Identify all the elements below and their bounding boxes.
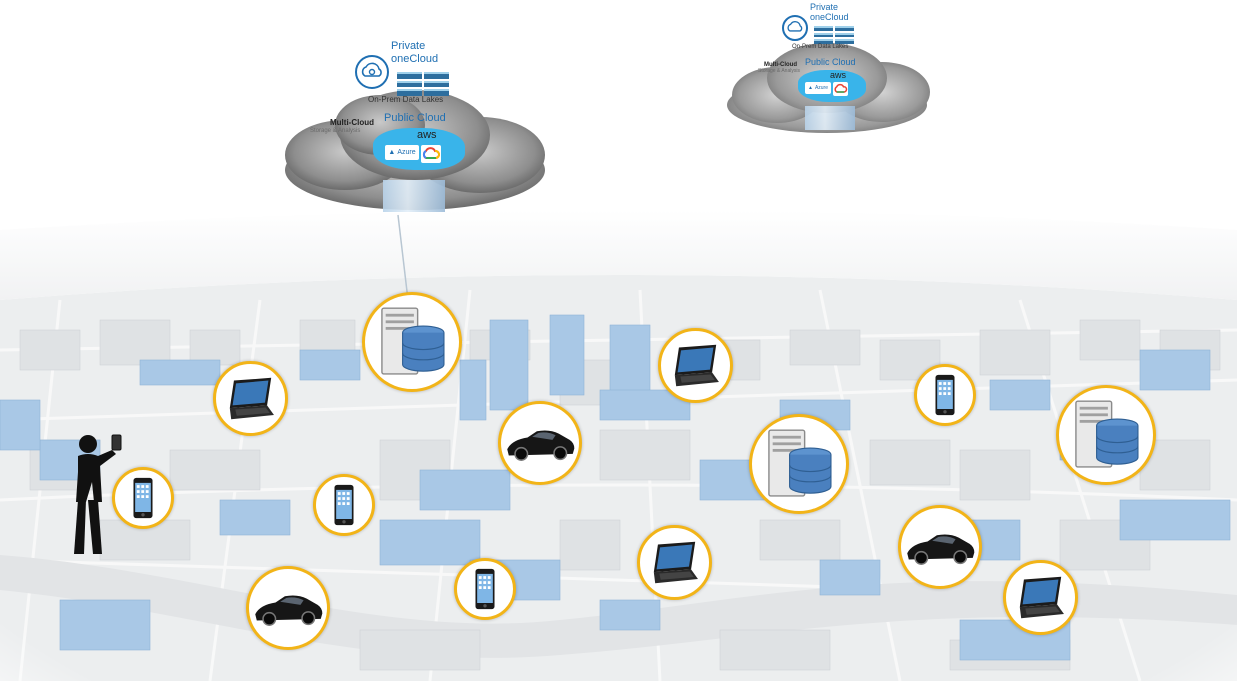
car-marker[interactable] — [246, 566, 330, 650]
phone-icon — [457, 561, 513, 617]
google-cloud-icon — [421, 145, 441, 163]
azure-label: Azure — [397, 149, 415, 156]
car-icon — [501, 404, 579, 482]
multicloud-sublabel: Storage & Analysis — [310, 128, 360, 134]
server-marker[interactable] — [1056, 385, 1156, 485]
server-marker[interactable] — [749, 414, 849, 514]
azure-label: Azure — [815, 85, 828, 91]
server-marker[interactable] — [362, 292, 462, 392]
laptop-icon — [640, 528, 709, 597]
phone-icon — [917, 367, 973, 423]
car-icon — [901, 508, 979, 586]
cloud-secondary: Private oneCloud On-Prem Data Lakes Mult… — [722, 0, 932, 140]
server-icon — [752, 417, 846, 511]
laptop-marker[interactable] — [637, 525, 712, 600]
private-label: Private — [810, 3, 838, 12]
datacenter-rack-icon — [805, 106, 855, 130]
private-label: Private — [391, 41, 425, 52]
car-marker[interactable] — [498, 401, 582, 485]
server-icon — [1059, 388, 1153, 482]
laptop-icon — [1006, 563, 1075, 632]
laptop-marker[interactable] — [1003, 560, 1078, 635]
data-lakes-icon — [397, 72, 449, 96]
multicloud-label: Multi-Cloud — [330, 119, 374, 127]
laptop-marker[interactable] — [213, 361, 288, 436]
laptop-icon — [216, 364, 285, 433]
laptop-marker[interactable] — [658, 328, 733, 403]
data-lakes-label: On-Prem Data Lakes — [792, 44, 848, 50]
public-cloud-label: Public Cloud — [384, 113, 446, 124]
onecloud-logo-icon — [782, 15, 808, 41]
server-icon — [365, 295, 459, 389]
laptop-icon — [661, 331, 730, 400]
azure-logo-icon: ▲Azure — [805, 82, 831, 94]
phone-marker[interactable] — [112, 467, 174, 529]
google-cloud-icon — [833, 82, 848, 96]
aws-logo-icon: aws — [417, 130, 437, 141]
phone-marker[interactable] — [454, 558, 516, 620]
aws-logo-icon: aws — [830, 71, 846, 80]
phone-marker[interactable] — [313, 474, 375, 536]
data-lakes-icon — [814, 26, 854, 44]
cloud-main: Private oneCloud On-Prem Data Lakes Mult… — [275, 30, 555, 225]
multicloud-sublabel: Storage & Analysis — [758, 69, 800, 74]
datacenter-rack-icon — [383, 180, 445, 212]
car-icon — [249, 569, 327, 647]
phone-icon — [316, 477, 372, 533]
onecloud-label: oneCloud — [810, 13, 849, 22]
car-marker[interactable] — [898, 505, 982, 589]
onecloud-logo-icon — [355, 55, 389, 89]
public-cloud-label: Public Cloud — [805, 58, 856, 67]
phone-icon — [115, 470, 171, 526]
onecloud-label: oneCloud — [391, 54, 438, 65]
data-lakes-label: On-Prem Data Lakes — [368, 96, 443, 104]
azure-logo-icon: ▲Azure — [385, 145, 419, 160]
phone-marker[interactable] — [914, 364, 976, 426]
